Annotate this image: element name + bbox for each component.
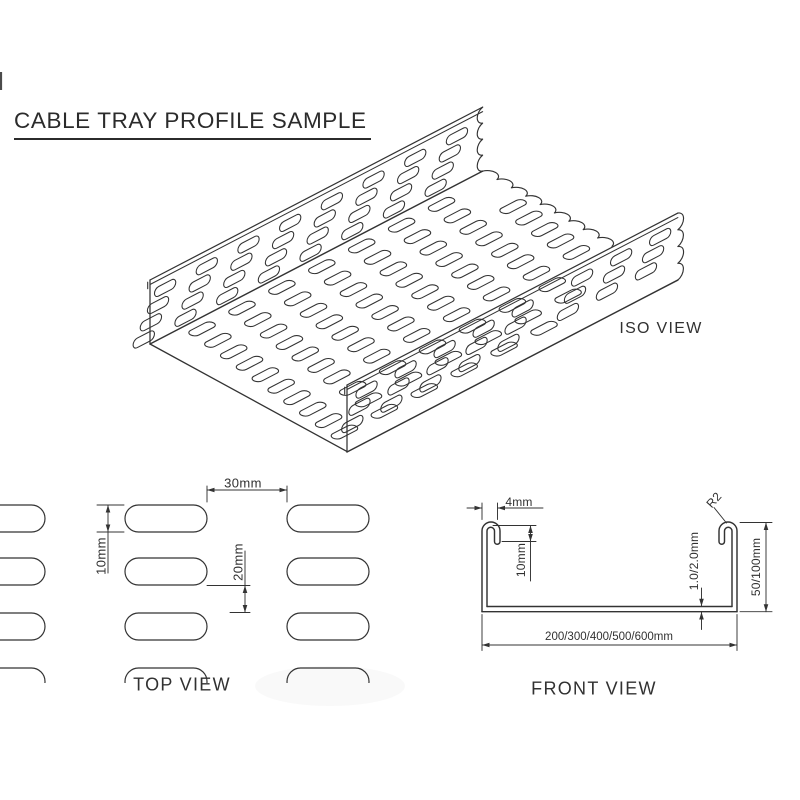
dim-row-gap-label: 20mm: [230, 543, 246, 581]
dim-slot-width-label: 10mm: [93, 537, 109, 575]
dim-width-label: 200/300/400/500/600mm: [545, 631, 673, 643]
dim-height-label: 50/100mm: [749, 537, 763, 597]
dim-lip-depth-label: 10mm: [514, 542, 528, 578]
dim-slot-gap-label: 30mm: [224, 475, 262, 491]
page-title: CABLE TRAY PROFILE SAMPLE: [14, 108, 371, 140]
top-view-dimensions: [96, 485, 288, 613]
iso-floor: [150, 168, 685, 451]
front-view-label: FRONT VIEW: [531, 678, 657, 699]
scan-smudge: [255, 666, 405, 706]
dim-lip-label: 4mm: [505, 495, 533, 509]
iso-view-label: ISO VIEW: [619, 320, 703, 337]
top-view-drawing: [0, 504, 370, 683]
top-view-label: TOP VIEW: [133, 674, 231, 695]
front-view-profile: [481, 521, 738, 613]
dim-thickness-label: 1.0/2.0mm: [687, 531, 701, 591]
iso-left-wall: [133, 107, 483, 353]
front-view-dimensions: [466, 502, 773, 651]
